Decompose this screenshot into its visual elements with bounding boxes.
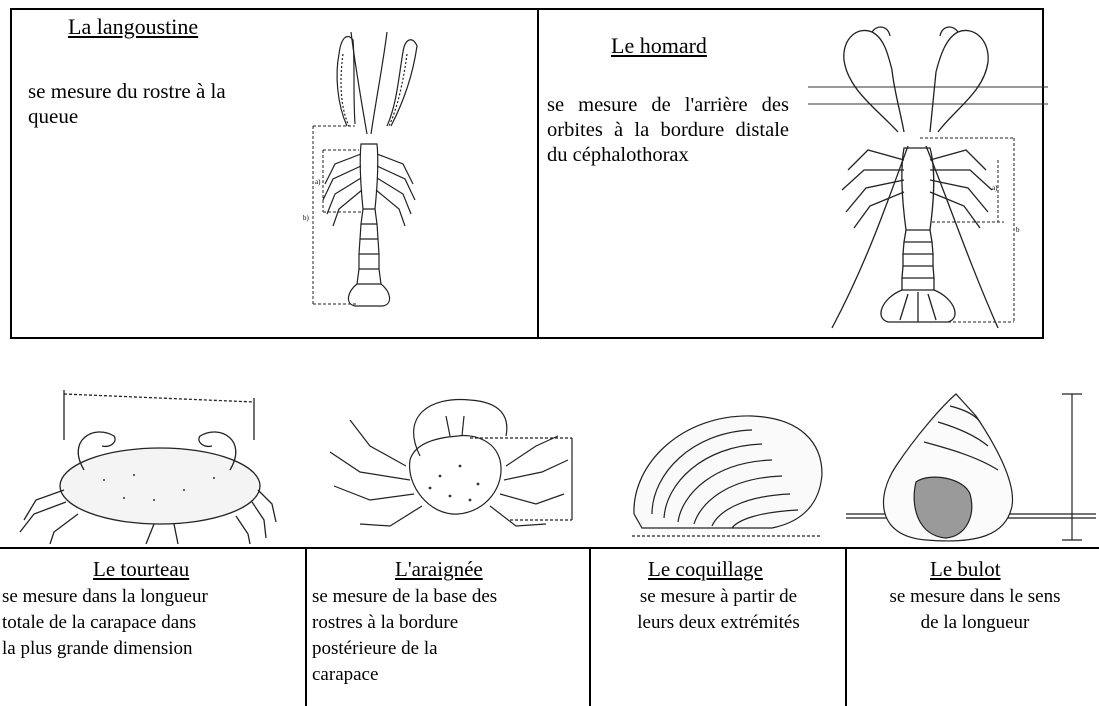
araignee-line: carapace — [312, 662, 588, 688]
bottom-divider-1 — [305, 549, 307, 706]
label-a: a) — [315, 178, 321, 186]
tourteau-line: totale de la carapace dans — [2, 610, 302, 636]
bottom-divider-2 — [589, 549, 591, 706]
langoustine-title: La langoustine — [68, 14, 198, 40]
homard-illustration: a) b — [808, 20, 1048, 332]
coquillage-description: se mesure à partir de leurs deux extrémi… — [596, 584, 841, 636]
top-divider — [537, 8, 539, 339]
label-b: b) — [303, 214, 310, 222]
bulot-line: de la longueur — [852, 610, 1098, 636]
bulot-title: Le bulot — [930, 557, 1001, 582]
bulot-description: se mesure dans le sens de la longueur — [852, 584, 1098, 636]
araignee-line: postérieure de la — [312, 636, 588, 662]
araignee-description: se mesure de la base des rostres à la bo… — [312, 584, 588, 688]
tourteau-line: se mesure dans la longueur — [2, 584, 302, 610]
coquillage-line: se mesure à partir de — [596, 584, 841, 610]
coquillage-illustration — [622, 404, 832, 544]
coquillage-title: Le coquillage — [648, 557, 763, 582]
coquillage-line: leurs deux extrémités — [596, 610, 841, 636]
tourteau-description: se mesure dans la longueur totale de la … — [2, 584, 302, 662]
tourteau-line: la plus grande dimension — [2, 636, 302, 662]
label-homard-a: a) — [992, 184, 998, 192]
araignee-line: rostres à la bordure — [312, 610, 588, 636]
araignee-title: L'araignée — [395, 557, 483, 582]
araignee-illustration — [310, 376, 585, 546]
label-homard-b: b — [1016, 226, 1020, 234]
tourteau-title: Le tourteau — [93, 557, 189, 582]
homard-description: se mesure de l'arrière des orbites à la … — [547, 93, 789, 168]
bulot-line: se mesure dans le sens — [852, 584, 1098, 610]
tourteau-illustration — [14, 380, 284, 546]
bulot-illustration — [846, 386, 1096, 546]
araignee-line: se mesure de la base des — [312, 584, 588, 610]
langoustine-illustration: a) b) — [295, 14, 435, 314]
homard-title: Le homard — [611, 33, 707, 59]
bottom-divider-3 — [845, 549, 847, 706]
langoustine-description: se mesure du rostre à la queue — [28, 79, 260, 129]
